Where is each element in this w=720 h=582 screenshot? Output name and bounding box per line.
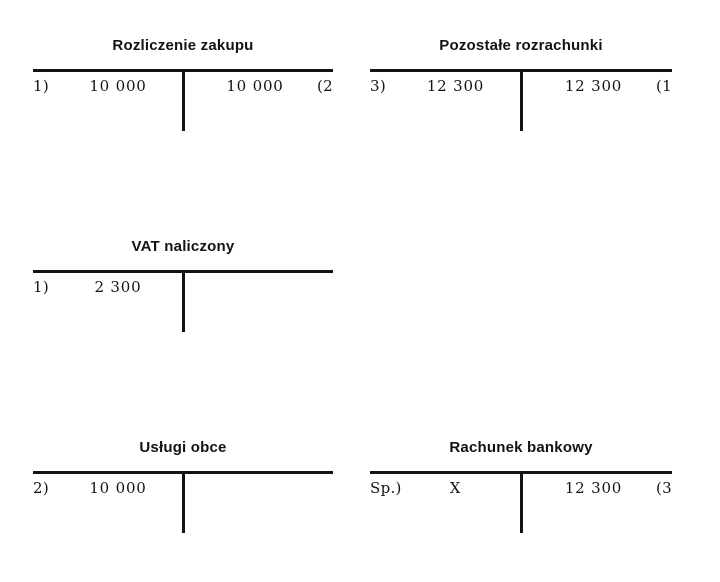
debit-entry-amount: 10 000 <box>89 479 147 497</box>
credit-entry-ref: (2 <box>317 77 333 95</box>
t-account-vertical-rule <box>520 471 523 533</box>
t-account-uslugi-obce: Usługi obce 2) 10 000 <box>33 438 333 533</box>
credit-side <box>185 278 333 296</box>
entry-row: 2) 10 000 <box>33 474 333 497</box>
credit-entry-ref: (1 <box>656 77 672 95</box>
debit-side: 2) 10 000 <box>33 479 185 497</box>
t-account-vertical-rule <box>182 69 185 131</box>
account-title: Rozliczenie zakupu <box>112 37 254 54</box>
t-account-rachunek-bankowy: Rachunek bankowy Sp.) X 12 300 (3 <box>370 438 672 533</box>
debit-entry-ref: 1) <box>33 77 49 95</box>
debit-entry-ref: 3) <box>370 77 386 95</box>
t-account-pozostale-rozrachunki: Pozostałe rozrachunki 3) 12 300 12 300 (… <box>370 36 672 131</box>
credit-entry-amount: 10 000 <box>226 77 284 95</box>
debit-side: 1) 10 000 <box>33 77 185 95</box>
account-title: VAT naliczony <box>131 238 235 255</box>
debit-entry-ref: 1) <box>33 278 49 296</box>
entry-row: 1) 2 300 <box>33 273 333 296</box>
debit-entry-amount: 12 300 <box>426 77 485 95</box>
t-account-rozliczenie-zakupu: Rozliczenie zakupu 1) 10 000 10 000 (2 <box>33 36 333 131</box>
t-account-vertical-rule <box>182 471 185 533</box>
credit-entry-ref: (3 <box>656 479 672 497</box>
debit-entry-ref: 2) <box>33 479 49 497</box>
debit-side: 1) 2 300 <box>33 278 185 296</box>
credit-entry-amount: 12 300 <box>564 77 623 95</box>
t-account-vertical-rule <box>182 270 185 332</box>
debit-entry-amount: X <box>449 479 462 497</box>
entry-row: 1) 10 000 10 000 (2 <box>33 72 333 95</box>
credit-side: 12 300 (1 <box>523 77 672 95</box>
credit-side: 12 300 (3 <box>523 479 672 497</box>
account-title: Usługi obce <box>139 439 227 456</box>
t-account-vertical-rule <box>520 69 523 131</box>
account-title: Pozostałe rozrachunki <box>439 37 603 54</box>
debit-entry-ref: Sp.) <box>370 479 402 497</box>
account-title: Rachunek bankowy <box>449 439 593 456</box>
credit-side: 10 000 (2 <box>185 77 333 95</box>
entry-row: 3) 12 300 12 300 (1 <box>370 72 672 95</box>
entry-row: Sp.) X 12 300 (3 <box>370 474 672 497</box>
debit-side: Sp.) X <box>370 479 523 497</box>
t-account-vat-naliczony: VAT naliczony 1) 2 300 <box>33 237 333 332</box>
credit-side <box>185 479 333 497</box>
debit-side: 3) 12 300 <box>370 77 523 95</box>
credit-entry-amount: 12 300 <box>564 479 623 497</box>
debit-entry-amount: 10 000 <box>89 77 147 95</box>
debit-entry-amount: 2 300 <box>94 278 142 296</box>
